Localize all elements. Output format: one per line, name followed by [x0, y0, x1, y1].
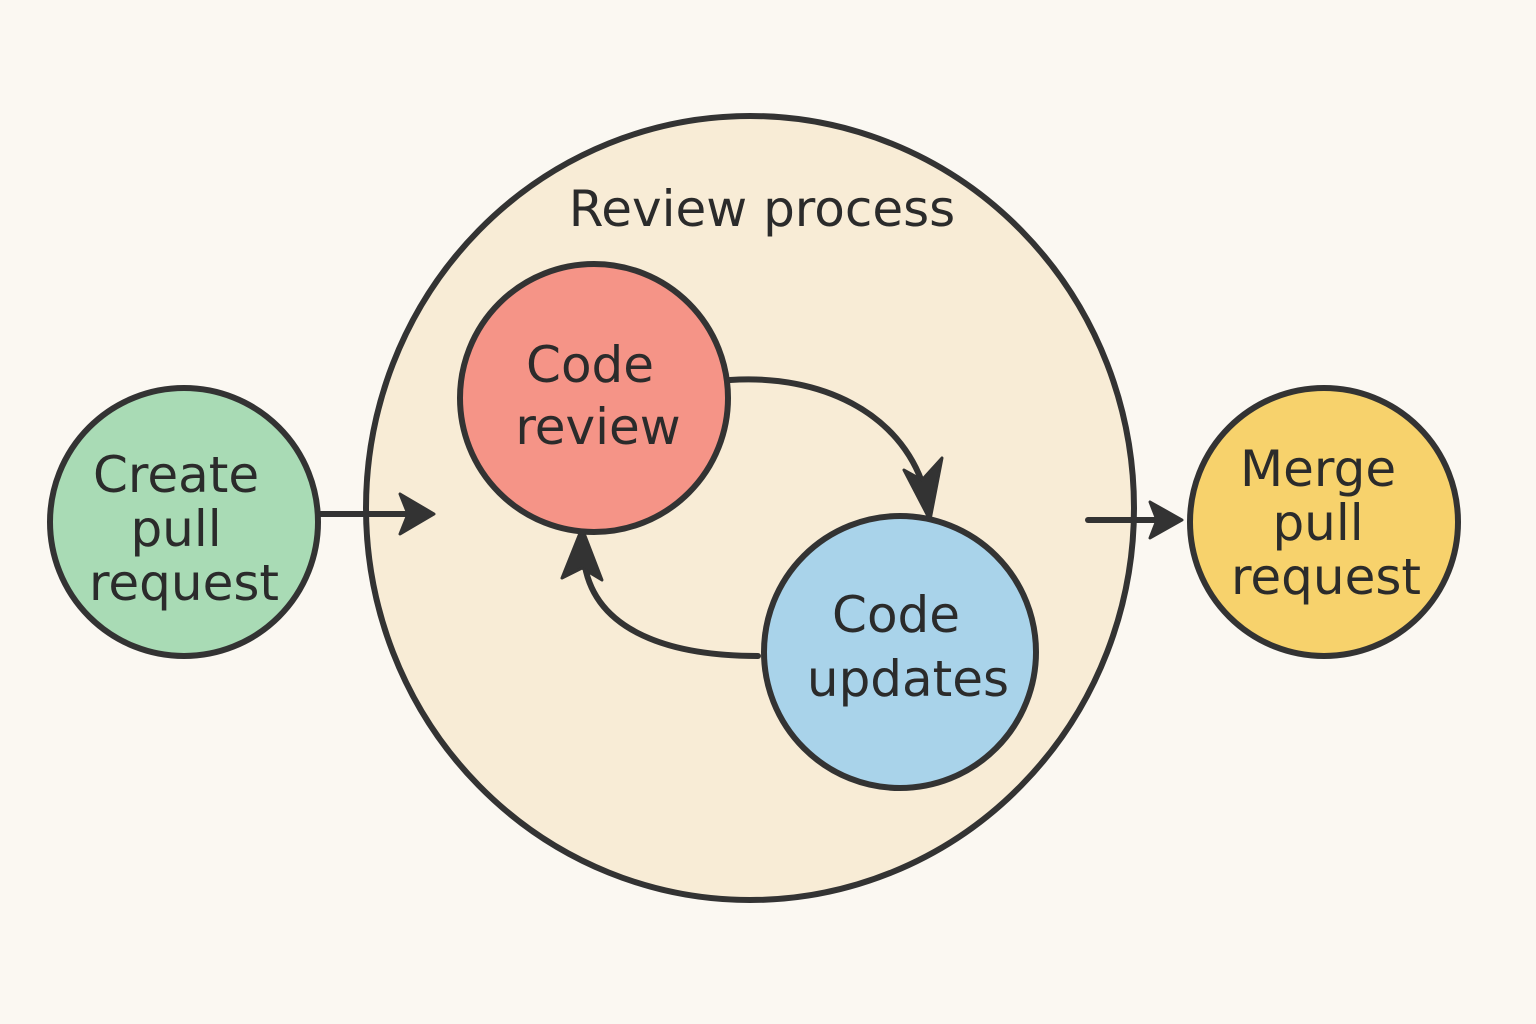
node-create-pull-request: Create pull request: [47, 385, 321, 659]
create-line-3: request: [89, 554, 279, 612]
arrow-review-to-merge: [1085, 500, 1184, 540]
merge-line-2: pull: [1272, 494, 1363, 552]
arrow-review-to-updates: [727, 376, 944, 522]
arrow-create-to-review: [315, 492, 436, 536]
merge-line-1: Merge: [1240, 440, 1396, 498]
code-review-line-2: review: [515, 398, 680, 456]
code-updates-line-1: Code: [832, 586, 960, 644]
review-process-group: Review process: [363, 113, 1137, 903]
merge-pull-request-circle: [1187, 385, 1461, 659]
code-review-line-1: Code: [526, 336, 654, 394]
node-merge-pull-request: Merge pull request: [1187, 385, 1461, 659]
code-updates-line-2: updates: [807, 650, 1009, 708]
review-process-title: Review process: [569, 180, 955, 238]
arrow-updates-to-review: [560, 526, 761, 659]
code-review-label: Code review: [515, 336, 680, 456]
code-review-circle: [457, 261, 731, 535]
create-pull-request-circle: [47, 385, 321, 659]
merge-pull-request-label: Merge pull request: [1231, 440, 1421, 606]
node-code-review: Code review: [457, 261, 731, 535]
node-code-updates: Code updates: [761, 513, 1039, 791]
code-updates-circle: [761, 513, 1039, 791]
code-updates-label: Code updates: [807, 586, 1009, 708]
create-pull-request-label: Create pull request: [89, 446, 279, 612]
merge-line-3: request: [1231, 548, 1421, 606]
create-line-2: pull: [130, 500, 221, 558]
create-line-1: Create: [93, 446, 259, 504]
